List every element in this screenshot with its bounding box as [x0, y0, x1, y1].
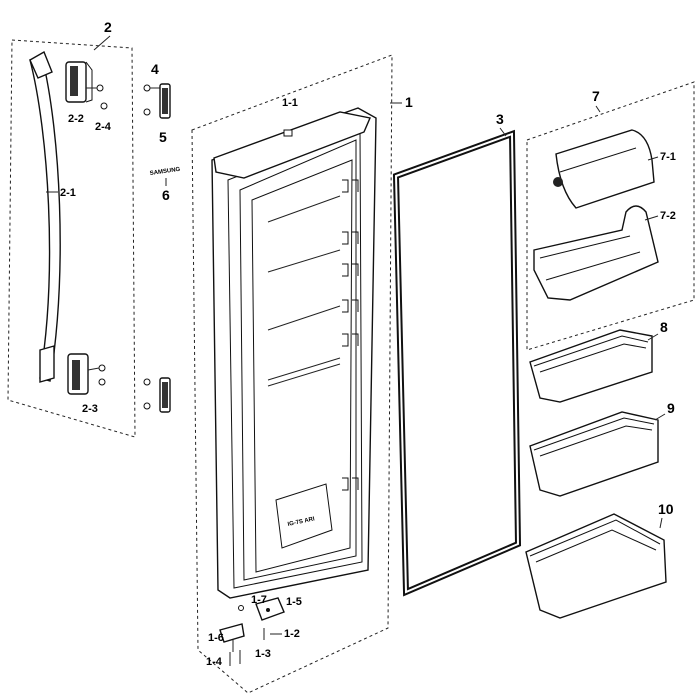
- label-1-3: 1-3: [255, 648, 271, 660]
- handle-assembly-group: 2 2-2 2-4 2-1 2-3: [7, 19, 136, 438]
- handle-upper-bracket: [65, 61, 93, 103]
- label-7-2: 7-2: [660, 210, 676, 222]
- door-outer-panel: [211, 107, 377, 599]
- egg-tray-base: [533, 205, 659, 301]
- label-6: 6: [162, 187, 170, 203]
- door-group-boundary: [191, 54, 393, 694]
- label-1-2: 1-2: [284, 628, 300, 640]
- door-gasket: [392, 129, 522, 597]
- handle-group-boundary: [7, 39, 136, 438]
- label-8: 8: [660, 319, 668, 335]
- label-2-4: 2-4: [95, 121, 112, 133]
- handle-bottom-end: [39, 345, 55, 383]
- label-1-1: 1-1: [282, 97, 298, 109]
- handle-lower-bracket: [67, 353, 106, 395]
- label-9: 9: [667, 400, 675, 416]
- label-2-1: 2-1: [60, 187, 76, 199]
- gasket-group: 3: [392, 111, 522, 597]
- label-1: 1: [405, 94, 413, 110]
- door-badge: IG-7S ARI: [287, 516, 315, 528]
- handle-upper-screws: [86, 84, 108, 110]
- handle-bar: [29, 56, 61, 382]
- screw-4: [143, 84, 151, 92]
- egg-tray-lid: [555, 129, 655, 209]
- nameplate-6: SAMSUNG: [149, 167, 181, 177]
- door-shelf-rails: [267, 195, 341, 387]
- egg-tray-group: 7-1 7-2 7: [526, 81, 695, 351]
- label-2: 2: [104, 19, 112, 35]
- door-assembly-group: IG-7S ARI 1 1-1 1-7 1-5 1-6 1-2 1-3 1-4: [191, 54, 413, 694]
- label-1-6: 1-6: [208, 632, 224, 644]
- door-guard-10: 10: [525, 501, 674, 619]
- lower-hinge-parts: [219, 597, 285, 666]
- label-1-4: 1-4: [206, 656, 223, 668]
- label-7-1: 7-1: [660, 151, 676, 163]
- handle-top-end: [29, 50, 53, 79]
- label-2-3: 2-3: [82, 403, 98, 415]
- door-bin-hooks: [342, 179, 359, 491]
- hinge-cover-parts: 4 5 SAMSUNG 6: [143, 61, 181, 413]
- door-guard-9: 9: [529, 400, 675, 497]
- door-bottom-recess: [275, 483, 333, 549]
- label-4: 4: [151, 61, 159, 77]
- label-10: 10: [658, 501, 674, 517]
- label-3: 3: [496, 111, 504, 127]
- door-top-cap: [213, 111, 371, 179]
- label-1-5: 1-5: [286, 596, 302, 608]
- label-5: 5: [159, 129, 167, 145]
- door-guard-8: 8: [529, 319, 668, 403]
- label-1-7: 1-7: [251, 594, 267, 606]
- label-7: 7: [592, 88, 600, 104]
- label-2-2: 2-2: [68, 113, 84, 125]
